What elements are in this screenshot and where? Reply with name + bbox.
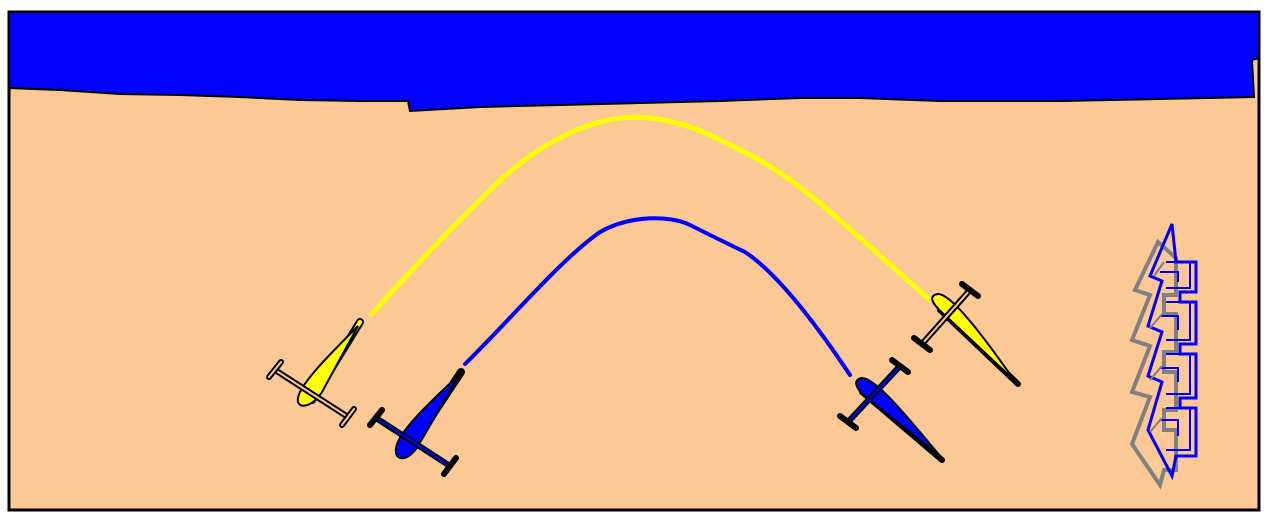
yellow-flight-path bbox=[369, 114, 933, 317]
rotor-bar bbox=[266, 359, 357, 428]
blue-flight-path bbox=[463, 216, 852, 377]
blue-helicopter-left bbox=[367, 368, 465, 477]
blue-helicopter-right bbox=[837, 357, 945, 463]
yellow-helicopter-left bbox=[266, 318, 364, 428]
water-region bbox=[8, 11, 1260, 113]
rotor-bar bbox=[837, 357, 911, 431]
target-shadow bbox=[1129, 238, 1178, 490]
target-front bbox=[1146, 223, 1198, 481]
rotor-bar bbox=[911, 281, 981, 353]
rotor-bar bbox=[367, 407, 459, 477]
target-structure bbox=[1129, 223, 1198, 490]
yellow-helicopter-right bbox=[911, 281, 1021, 387]
